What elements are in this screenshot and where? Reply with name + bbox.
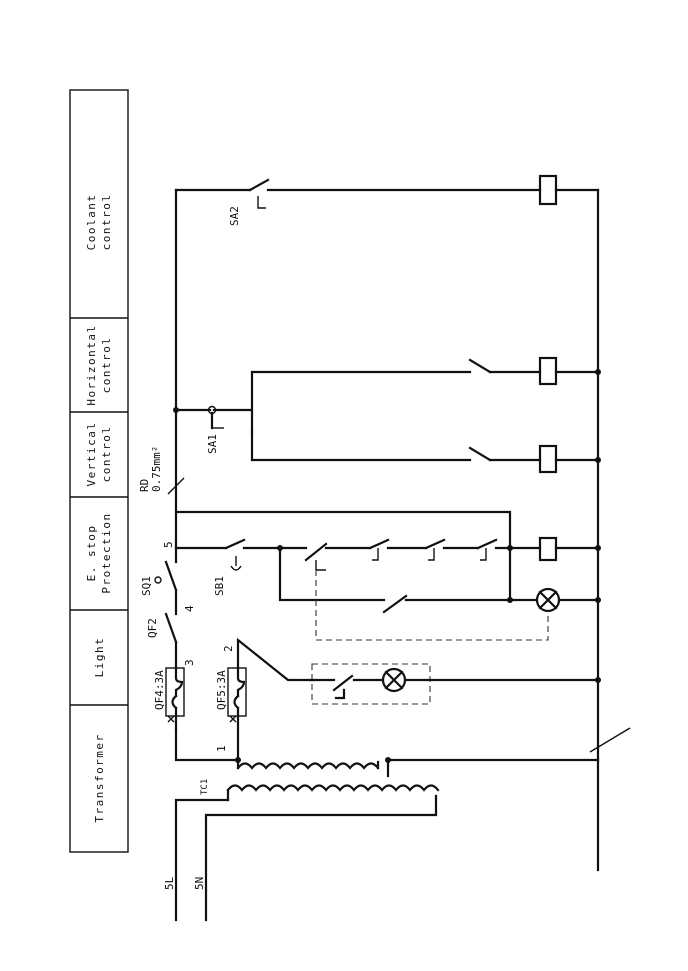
label-sq1: SQ1	[140, 576, 153, 596]
label-node-1: 1	[215, 745, 228, 752]
coolant-control: SA2	[174, 174, 600, 226]
lamp-cross	[384, 670, 404, 690]
sq1-contact	[164, 560, 178, 592]
section-header: Transformer Light E. stop Protection Ver…	[69, 89, 129, 853]
section-title-coolant-line1: Coolant	[85, 194, 98, 251]
label-qf5: QF5:3A	[215, 670, 228, 710]
neutral-bus	[589, 188, 631, 872]
horizontal-contact	[468, 358, 492, 374]
wire-node-5	[174, 510, 512, 564]
qf2-contact	[164, 612, 178, 644]
sa2-contact	[248, 178, 270, 192]
estop-self-hold-actuator	[315, 560, 326, 571]
junction-dot	[385, 757, 391, 763]
control-supply-chain: QF2 4 SQ1 5 SB1	[140, 510, 512, 670]
indicator-contact	[382, 594, 408, 614]
label-qf2: QF2	[146, 618, 159, 638]
wire-5L	[174, 798, 230, 922]
label-qf4: QF4:3A	[153, 670, 166, 710]
label-tc1: TC1	[200, 779, 210, 795]
section-title-estop-line1: E. stop	[85, 525, 98, 582]
sa2-actuator	[257, 196, 266, 209]
tc1-primary-coil	[226, 784, 440, 792]
header-frame	[69, 89, 129, 853]
vertical-contact	[468, 446, 492, 462]
qf4-thermal-element	[171, 666, 184, 732]
label-sb1: SB1	[213, 576, 226, 596]
label-sa2: SA2	[228, 206, 241, 226]
estop-interlock-actuator	[428, 548, 435, 561]
wire-node-2	[236, 637, 314, 682]
breaker-qf5: QF5:3A 2	[215, 645, 247, 760]
junction-dot	[235, 757, 241, 763]
label-rd: RD	[138, 479, 151, 492]
section-title-estop-line2: Protection	[100, 512, 113, 593]
sb1-mushroom-head	[230, 556, 242, 571]
sq1-roller	[154, 576, 162, 584]
label-5L: 5L	[163, 876, 176, 890]
estop-self-hold-contact	[304, 542, 328, 562]
junction-dot	[173, 407, 179, 413]
estop-relay-coil	[538, 536, 558, 562]
section-title-light: Light	[93, 637, 106, 678]
label-5N: 5N	[193, 877, 206, 890]
wire-5N	[204, 794, 438, 922]
wire-indicator	[278, 546, 386, 602]
label-node-3: 3	[183, 659, 196, 666]
section-title-vertical-line1: Vertical	[85, 422, 98, 487]
label-sa1: SA1	[206, 434, 219, 454]
wire-node-1	[174, 728, 240, 762]
wire-spec-marker: RD 0.75mm²	[138, 446, 185, 495]
label-node-4: 4	[183, 605, 196, 612]
breaker-qf4: QF4:3A 3	[153, 659, 196, 732]
section-title-vertical-line2: control	[100, 426, 113, 483]
coolant-coil	[538, 174, 558, 206]
estop-interlock-contact	[424, 538, 446, 550]
section-title-horizontal-line1: Horizontal	[85, 324, 98, 405]
label-node-5: 5	[162, 541, 175, 548]
estop-interlock-actuator	[480, 548, 487, 561]
neutral-bus-tick	[589, 727, 631, 753]
indicator-lamp-cross	[538, 590, 558, 610]
label-wire-size: 0.75mm²	[150, 446, 163, 492]
lamp-switch-box	[311, 663, 431, 705]
tc1-secondary-coil	[236, 762, 380, 770]
supply-input: 5L 5N	[163, 794, 438, 922]
qf4-trip-mark	[167, 715, 175, 723]
mechanical-link	[315, 570, 549, 641]
vertical-coil	[538, 444, 558, 474]
estop-rungs	[277, 536, 601, 641]
light-circuit	[236, 637, 601, 705]
label-node-2: 2	[222, 645, 235, 652]
axis-control: SA1	[173, 188, 601, 514]
qf5-thermal-element	[233, 666, 246, 760]
horizontal-coil	[538, 356, 558, 386]
light-switch	[332, 674, 354, 700]
wire-neutral-tap	[386, 758, 600, 778]
qf5-trip-mark	[229, 715, 237, 723]
section-title-coolant-line2: control	[100, 194, 113, 251]
estop-interlock-contact	[476, 538, 498, 550]
transformer-tc1: TC1	[200, 756, 440, 802]
estop-interlock-contact	[368, 538, 390, 550]
section-title-horizontal-line2: control	[100, 337, 113, 394]
estop-interlock-actuator	[372, 548, 379, 561]
section-title-transformer: Transformer	[93, 733, 106, 822]
sb1-contact	[224, 538, 246, 550]
